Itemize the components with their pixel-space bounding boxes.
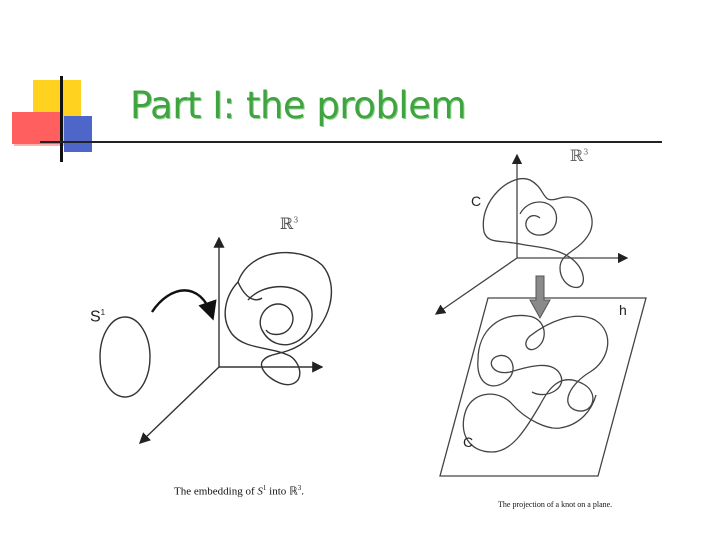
circle-label-base: S <box>90 308 101 326</box>
space-knot <box>482 178 593 289</box>
space-label-right-base: ℝ <box>570 146 584 165</box>
curve-label-bottom: C <box>463 434 474 450</box>
space-label-right: ℝ3 <box>570 146 588 165</box>
left-caption-s: S <box>257 485 263 498</box>
space-label-left-base: ℝ <box>280 214 294 233</box>
left-caption-mid: into <box>266 485 290 498</box>
unit-circle <box>99 316 151 398</box>
right-caption: The projection of a knot on a plane. <box>498 500 613 509</box>
r3-x-axis <box>434 257 518 315</box>
left-caption-prefix: The embedding of <box>174 485 258 498</box>
embedding-arrow <box>151 289 217 321</box>
circle-label: S1 <box>90 308 105 326</box>
space-label-left-sup: 3 <box>293 215 299 225</box>
left-caption-r: ℝ <box>289 485 298 498</box>
decor-red-bar <box>12 112 62 144</box>
decor-blue-square <box>64 116 92 152</box>
curve-label-top: C <box>471 193 482 209</box>
left-caption-suffix: . <box>301 485 304 498</box>
space-label-right-sup: 3 <box>583 147 589 157</box>
projected-knot <box>462 314 609 453</box>
left-caption: The embedding of S1 into ℝ3. <box>174 484 304 498</box>
plane-label: h <box>619 302 627 318</box>
left-caption-r-sup: 3 <box>297 484 302 492</box>
circle-label-sup: 1 <box>100 308 106 317</box>
embedding-figure <box>99 236 333 444</box>
title-underline <box>40 141 662 143</box>
x-axis <box>138 366 220 444</box>
projection-arrow <box>529 275 551 320</box>
projection-figure <box>434 153 647 477</box>
slide-title: Part I: the problem <box>130 84 467 127</box>
decor-vertical-line <box>60 76 63 162</box>
embedded-knot <box>224 251 333 386</box>
projection-plane <box>439 297 647 477</box>
space-label-left: ℝ3 <box>280 214 298 233</box>
left-caption-s-sup: 1 <box>262 484 267 492</box>
